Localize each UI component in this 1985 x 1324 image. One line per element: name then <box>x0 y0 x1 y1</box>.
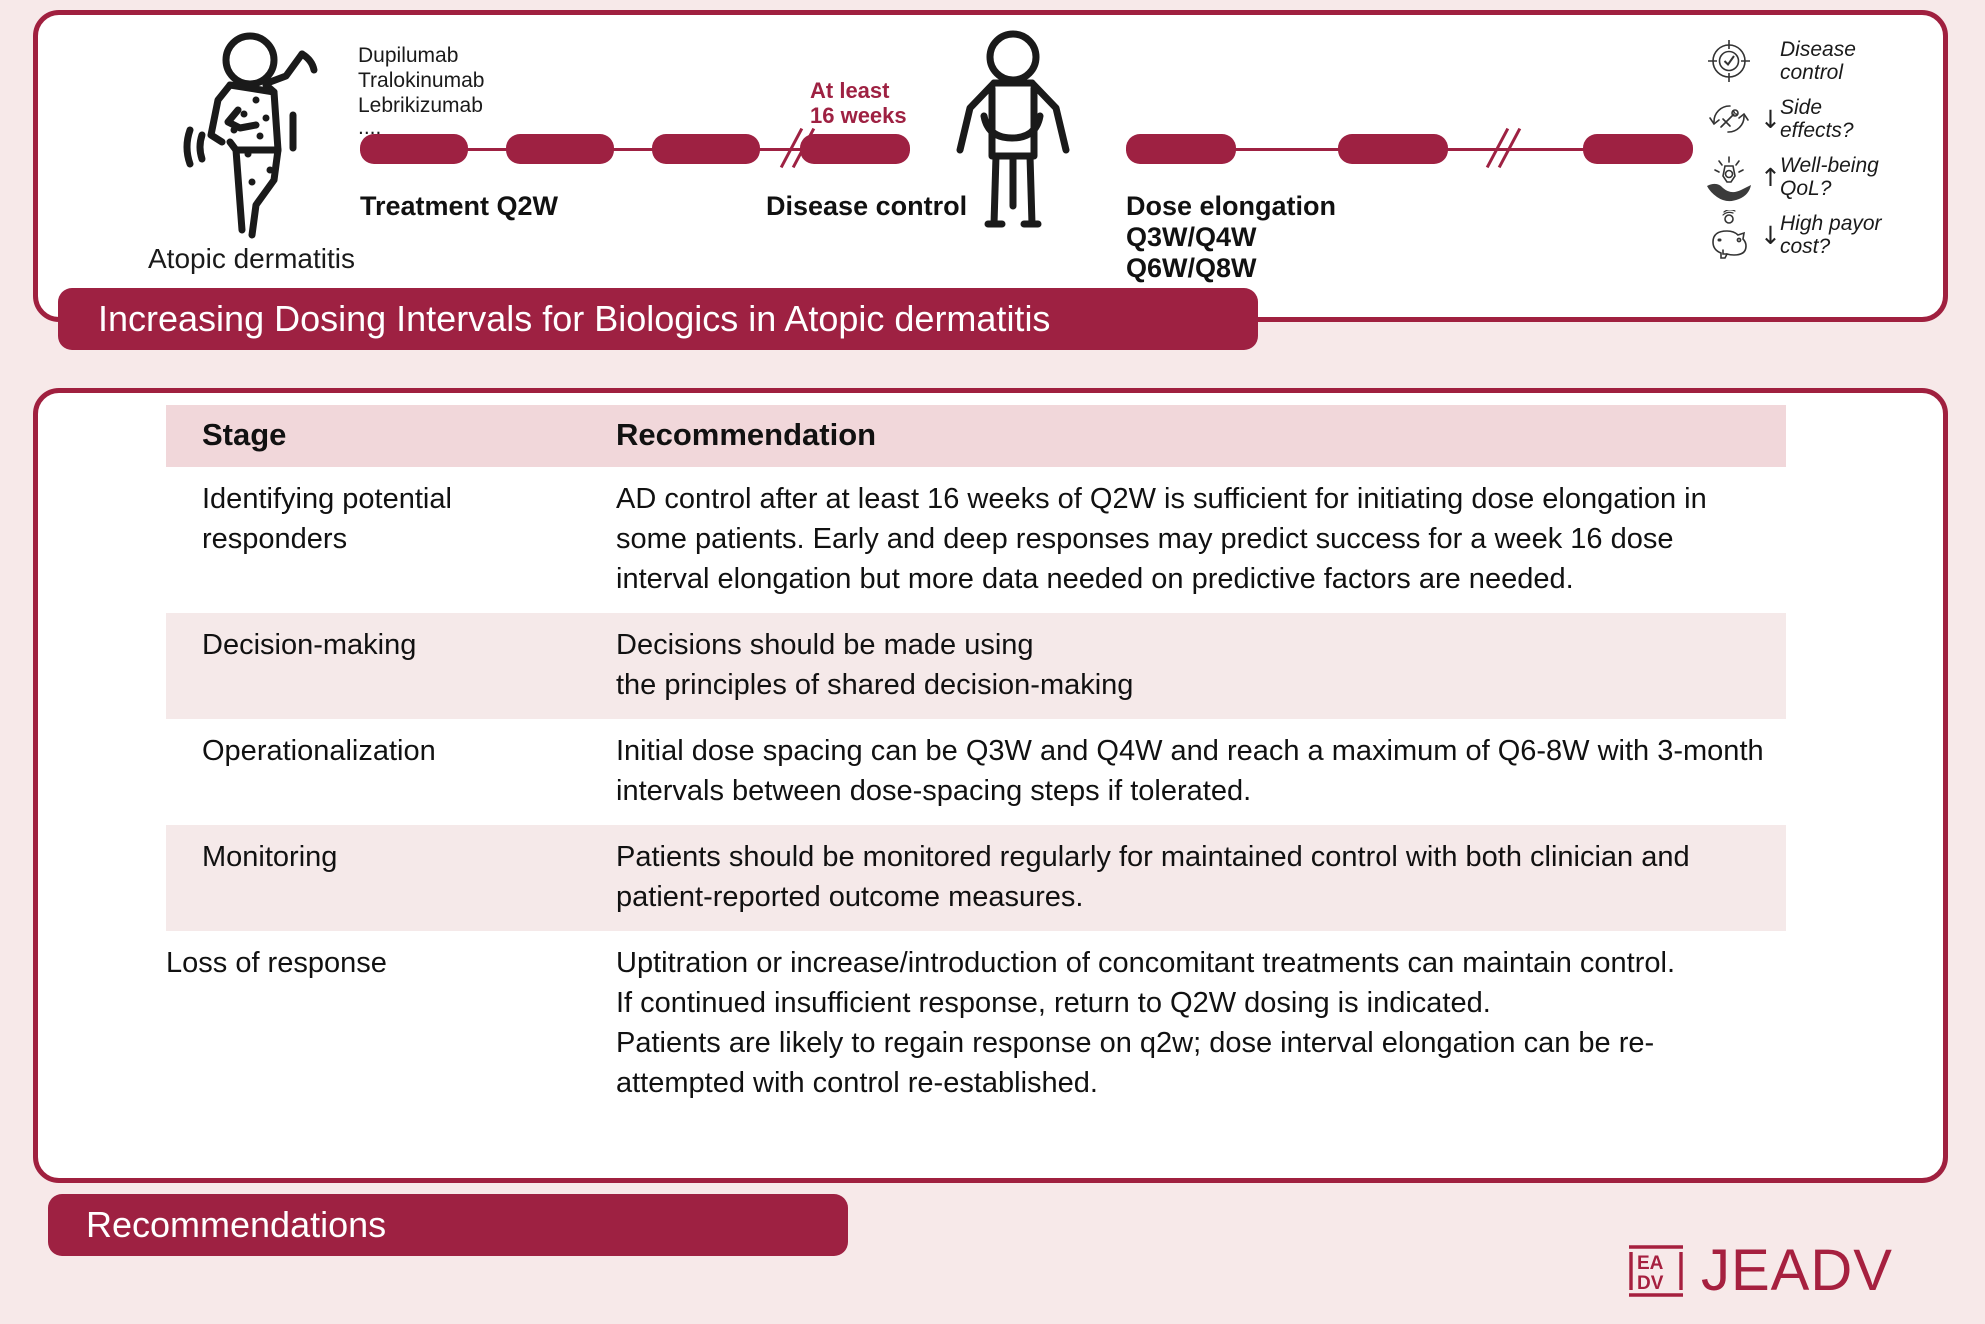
cell-stage: Operationalization <box>202 735 436 767</box>
legend-arrow-2: ↑ <box>1760 162 1781 192</box>
recommendations-card: Stage Recommendation Identifying potenti… <box>33 388 1948 1183</box>
table-row: Monitoring Patients should be monitored … <box>166 825 1786 931</box>
jeadv-wordmark: JEADV <box>1701 1238 1893 1303</box>
table-row: Operationalization Initial dose spacing … <box>166 719 1786 825</box>
disease-control-label: Disease control <box>766 191 968 221</box>
eadv-mark-icon: EA DV <box>1625 1240 1687 1302</box>
dose-elongation-line-2: Q3W/Q4W <box>1126 222 1257 252</box>
diagram-card: Atopic dermatitis Dupilumab Tralokinumab… <box>33 10 1948 322</box>
drug-name-3: Lebrikizumab <box>358 94 483 117</box>
jeadv-logo: EA DV JEADV <box>1625 1240 1893 1302</box>
cell-recommendation: AD control after at least 16 weeks of Q2… <box>616 483 1707 595</box>
svg-text:EA: EA <box>1637 1253 1664 1274</box>
elongation-capsule-3 <box>1583 134 1693 164</box>
elongation-capsule-2 <box>1338 134 1448 164</box>
atopic-patient-label: Atopic dermatitis <box>148 243 355 274</box>
dose-elongation-line-1: Dose elongation <box>1126 191 1337 221</box>
syringe-recycle-icon <box>1698 92 1760 146</box>
dose-elongation-line-3: Q6W/Q8W <box>1126 253 1257 283</box>
recommendations-banner-label: Recommendations <box>86 1204 387 1245</box>
timeline-line-1 <box>360 148 910 151</box>
cell-stage: Identifying potential responders <box>202 483 452 555</box>
cell-stage: Loss of response <box>166 947 387 979</box>
svg-text:DV: DV <box>1637 1273 1664 1294</box>
dose-elongation-label: Dose elongation Q3W/Q4W Q6W/Q8W <box>1126 191 1336 284</box>
cell-stage: Monitoring <box>166 825 586 931</box>
table-row: Loss of response Uptitration or increase… <box>166 931 1786 1117</box>
drug-name-1: Dupilumab <box>358 44 459 67</box>
table-header-row: Stage Recommendation <box>166 405 1786 467</box>
atopic-patient-figure <box>178 30 358 250</box>
table-row: Decision-making Decisions should be made… <box>166 613 1786 719</box>
legend-arrow-3: ↓ <box>1760 220 1781 250</box>
title-banner-label: Increasing Dosing Intervals for Biologic… <box>98 298 1051 339</box>
title-banner: Increasing Dosing Intervals for Biologic… <box>58 288 1258 350</box>
table-row: Identifying potential responders AD cont… <box>166 467 1786 613</box>
dose-capsule-1 <box>360 134 468 164</box>
hand-lightbulb-icon <box>1698 150 1760 204</box>
header-recommendation: Recommendation <box>586 405 1786 467</box>
target-check-icon <box>1698 34 1760 88</box>
legend-arrow-1: ↓ <box>1760 104 1781 134</box>
dose-capsule-3 <box>652 134 760 164</box>
treatment-q2w-label: Treatment Q2W <box>360 191 559 221</box>
elongation-capsule-1 <box>1126 134 1236 164</box>
cell-stage: Decision-making <box>166 613 586 719</box>
recommendations-table: Stage Recommendation Identifying potenti… <box>166 405 1786 1117</box>
drug-list-ellipsis: .... <box>358 116 382 139</box>
dose-capsule-2 <box>506 134 614 164</box>
cell-recommendation: Patients should be monitored regularly f… <box>586 825 1786 931</box>
piggy-bank-icon <box>1698 208 1760 262</box>
drug-name-2: Tralokinumab <box>358 69 485 92</box>
timeline-break-2 <box>1485 127 1522 170</box>
controlled-patient-figure <box>948 30 1078 235</box>
dose-capsule-4 <box>800 134 910 164</box>
drug-list: Dupilumab Tralokinumab Lebrikizumab .... <box>358 43 484 138</box>
cell-recommendation: Uptitration or increase/introduction of … <box>616 947 1676 1099</box>
recommendations-banner: Recommendations <box>48 1194 848 1256</box>
cell-recommendation: Decisions should be made using the princ… <box>586 613 1786 719</box>
cell-recommendation: Initial dose spacing can be Q3W and Q4W … <box>616 735 1764 807</box>
header-stage: Stage <box>166 405 586 467</box>
